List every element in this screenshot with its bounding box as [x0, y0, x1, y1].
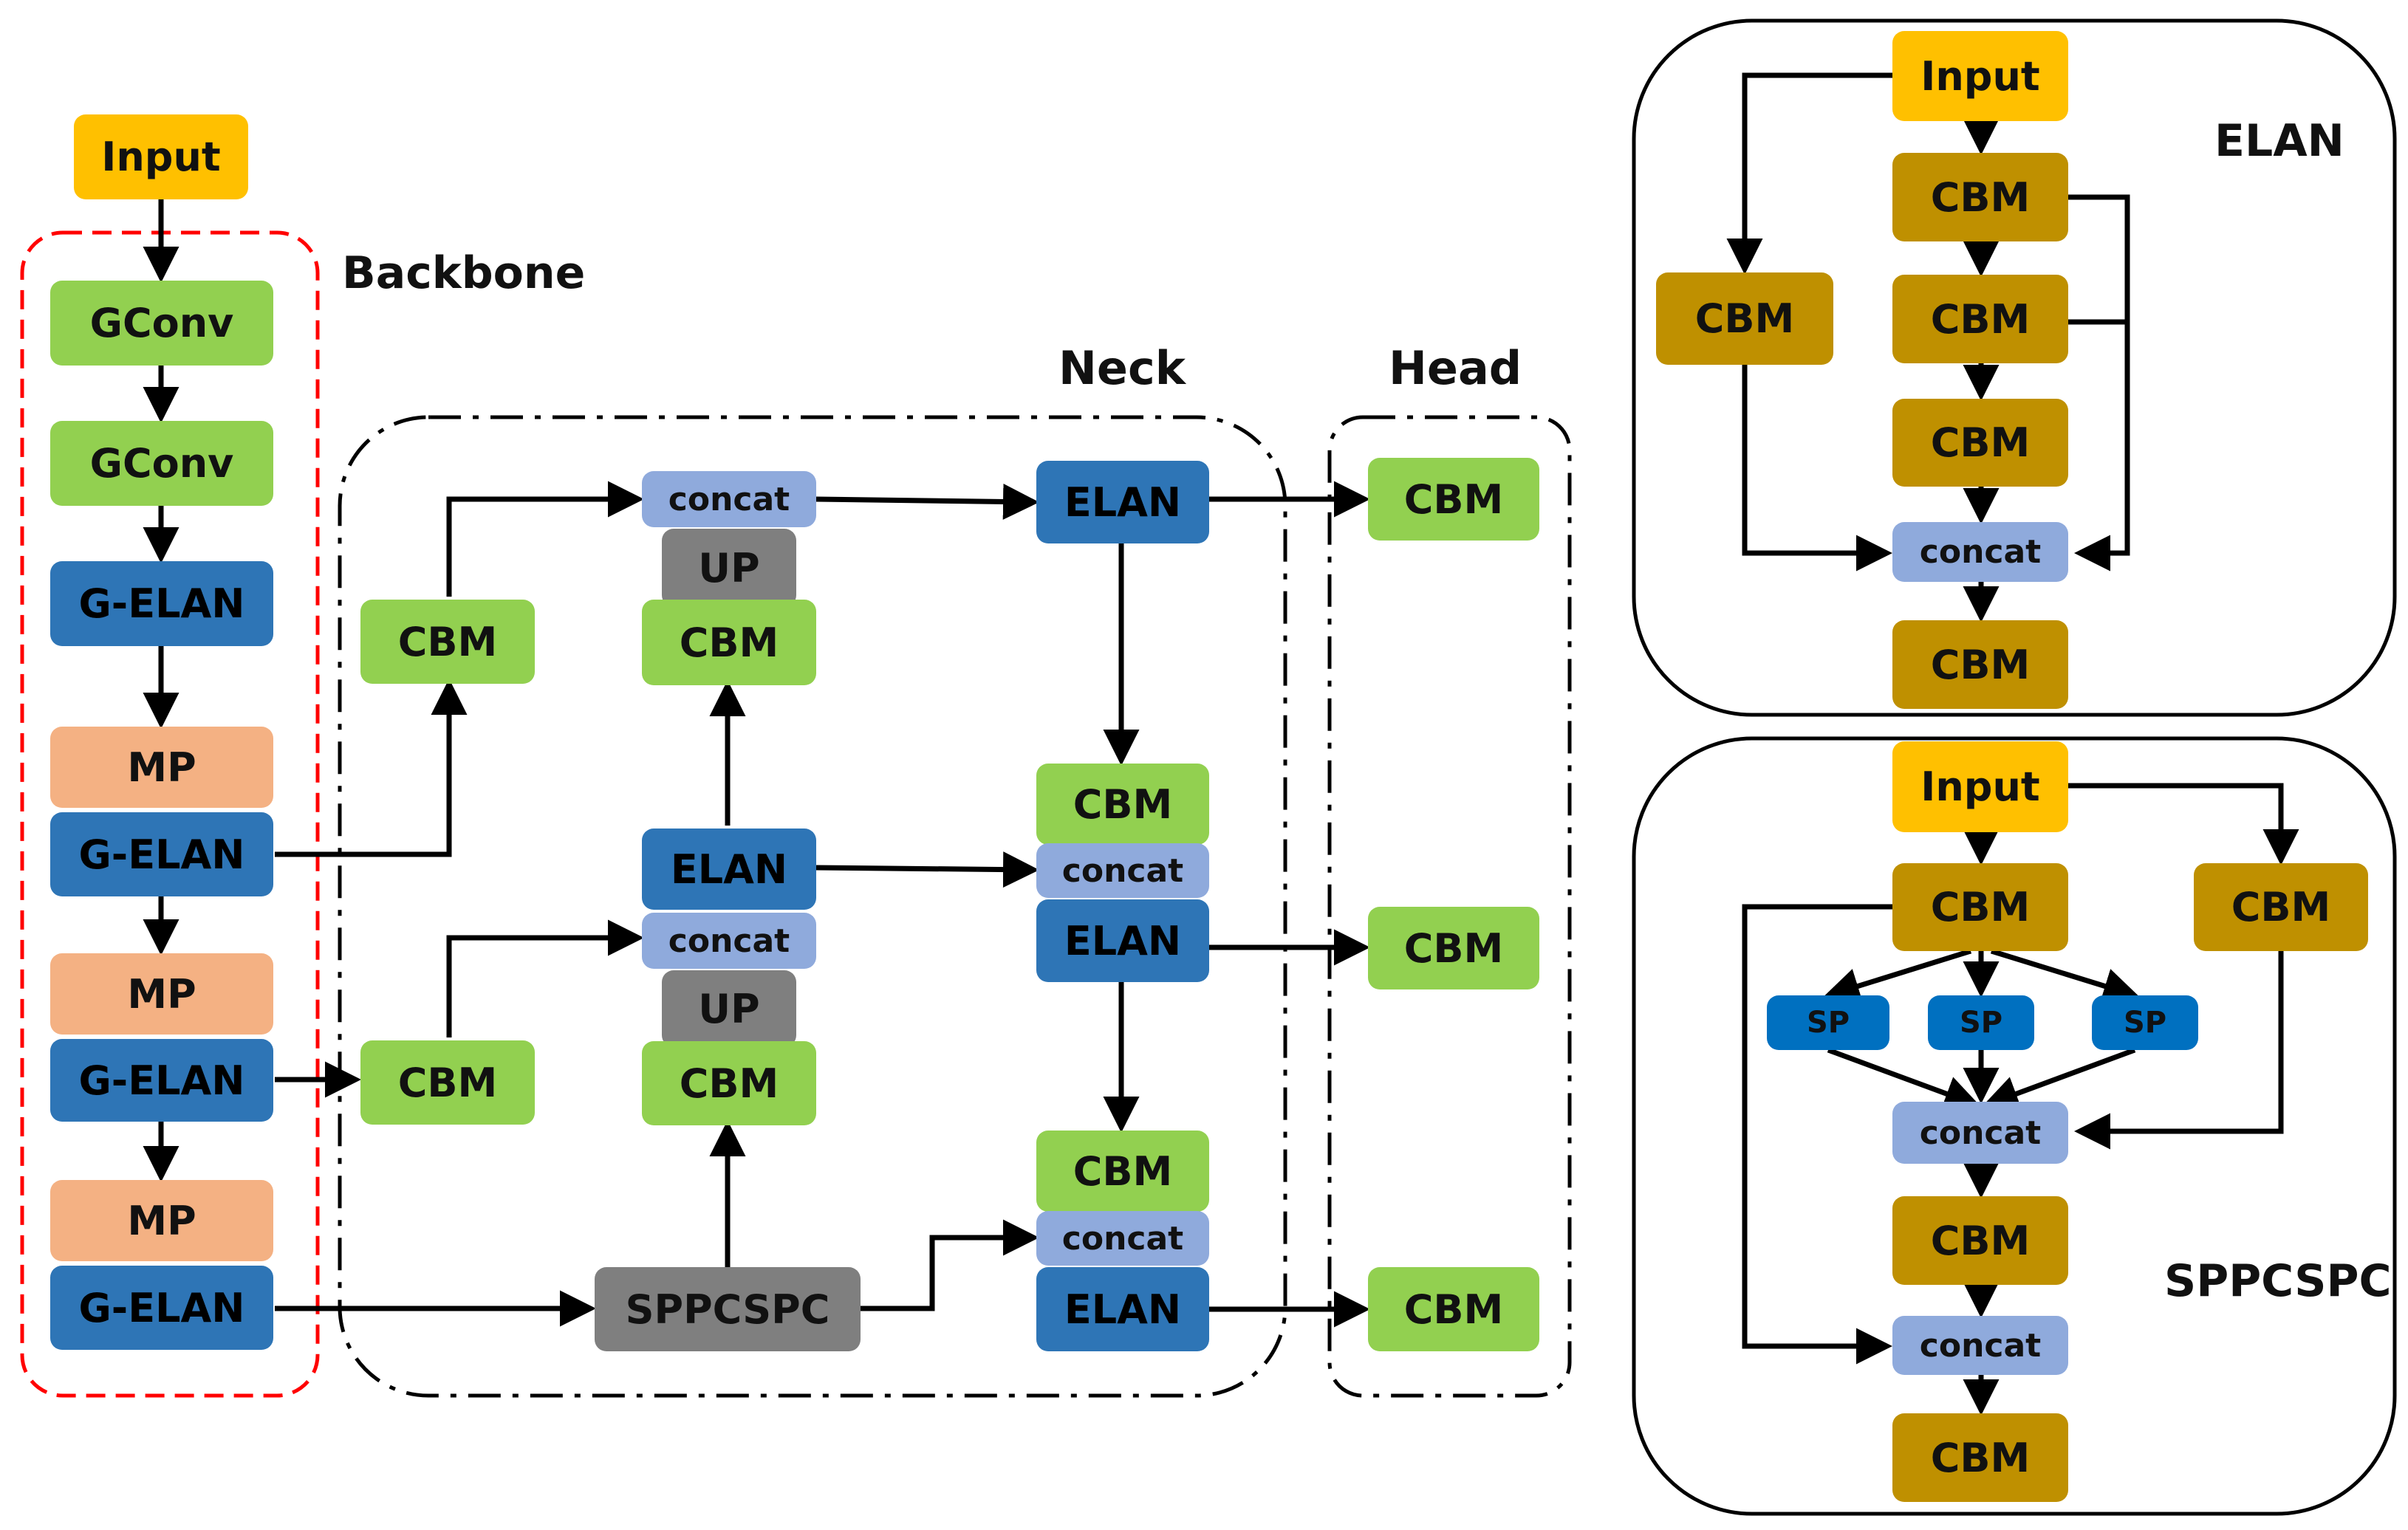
cbm-block: CBM — [1036, 1131, 1209, 1212]
cbm-block: CBM — [360, 1040, 535, 1125]
backbone-label: Backbone — [342, 247, 586, 299]
elan-block: ELAN — [642, 829, 816, 910]
spp-panel-concat-block: concat — [1892, 1316, 2068, 1375]
spp-panel-input-block: Input — [1892, 741, 2068, 832]
arrow-spp-cbm-skip — [1742, 904, 1892, 1365]
head-cbm-block: CBM — [1368, 907, 1539, 989]
elan-panel-border — [1632, 18, 2397, 717]
elan-block: ELAN — [1036, 899, 1209, 982]
sppcspc-block: SPPCSPC — [595, 1267, 861, 1351]
elan-panel-title: ELAN — [2214, 115, 2344, 167]
head-cbm-block: CBM — [1368, 1267, 1539, 1351]
concat-block: concat — [1036, 1211, 1209, 1266]
gconv-block: GConv — [50, 421, 273, 506]
concat-block: concat — [1036, 843, 1209, 898]
arrow-elan-cbm1-right — [2068, 194, 2130, 572]
cbm-block: CBM — [360, 600, 535, 684]
sppcspc-panel-title: SPPCSPC — [2164, 1255, 2392, 1307]
sp-block: SP — [1928, 995, 2034, 1050]
gconv-block: GConv — [50, 281, 273, 366]
arrow-spp-rightcbm-concat — [2074, 951, 2284, 1150]
spp-panel-cbm-block: CBM — [2194, 863, 2368, 951]
elan-panel-cbm-block: CBM — [1892, 620, 2068, 709]
concat-block: concat — [642, 913, 816, 969]
arrow-spp-cbm-sp1 — [1823, 948, 1972, 1004]
arrow-spp-input-right — [2068, 783, 2299, 865]
elan-panel-cbm-block: CBM — [1892, 153, 2068, 241]
elan-panel-cbm-block: CBM — [1892, 275, 2068, 363]
head-label: Head — [1389, 341, 1522, 395]
neck-region — [338, 415, 1287, 1398]
arrow-elan-leftcbm-concat — [1742, 365, 1892, 572]
arrow-concat1-elan1 — [815, 483, 1039, 520]
arrow-spp-concat4 — [861, 1219, 1039, 1311]
mp-block: MP — [50, 953, 273, 1035]
elan-block: ELAN — [1036, 1267, 1209, 1351]
cbm-block: CBM — [642, 1041, 816, 1125]
g-elan-block: G-ELAN — [50, 561, 273, 646]
arrow-spp-sp3-concat — [1982, 1047, 2136, 1111]
sppcspc-panel-border — [1632, 736, 2397, 1516]
arrow-elan-input-left — [1726, 72, 1892, 275]
neck-label: Neck — [1058, 341, 1186, 395]
sp-block: SP — [1767, 995, 1889, 1050]
cbm-block: CBM — [642, 600, 816, 685]
concat-block: concat — [642, 471, 816, 527]
mp-block: MP — [50, 727, 273, 808]
head-region — [1327, 415, 1572, 1398]
arrow-cbm2-concat2 — [446, 919, 644, 1037]
elan-panel-cbm-block: CBM — [1656, 272, 1833, 365]
spp-panel-cbm-block: CBM — [1892, 1196, 2068, 1285]
arrow-cbm1-concat1 — [446, 481, 644, 597]
elan-panel-input-block: Input — [1892, 31, 2068, 121]
arrow-spp-cbm-sp3 — [1990, 948, 2140, 1004]
g-elan-block: G-ELAN — [50, 1039, 273, 1122]
elan-panel-cbm-block: CBM — [1892, 399, 2068, 487]
arrow-gelan2-cbm1 — [275, 679, 468, 857]
backbone-region — [20, 230, 320, 1398]
arrow-elan2-concat3 — [815, 851, 1039, 888]
spp-panel-cbm-block: CBM — [1892, 863, 2068, 951]
mp-block: MP — [50, 1180, 273, 1261]
g-elan-block: G-ELAN — [50, 812, 273, 896]
elan-block: ELAN — [1036, 461, 1209, 543]
head-cbm-block: CBM — [1368, 458, 1539, 541]
up-block: UP — [662, 970, 796, 1047]
spp-panel-concat-block: concat — [1892, 1102, 2068, 1164]
spp-panel-cbm-block: CBM — [1892, 1413, 2068, 1502]
input-block: Input — [74, 114, 248, 199]
arrow-spp-sp1-concat — [1827, 1047, 1981, 1111]
cbm-block: CBM — [1036, 764, 1209, 845]
elan-panel-concat-block: concat — [1892, 522, 2068, 582]
g-elan-block: G-ELAN — [50, 1266, 273, 1350]
up-block: UP — [662, 529, 796, 607]
sp-block: SP — [2092, 995, 2198, 1050]
